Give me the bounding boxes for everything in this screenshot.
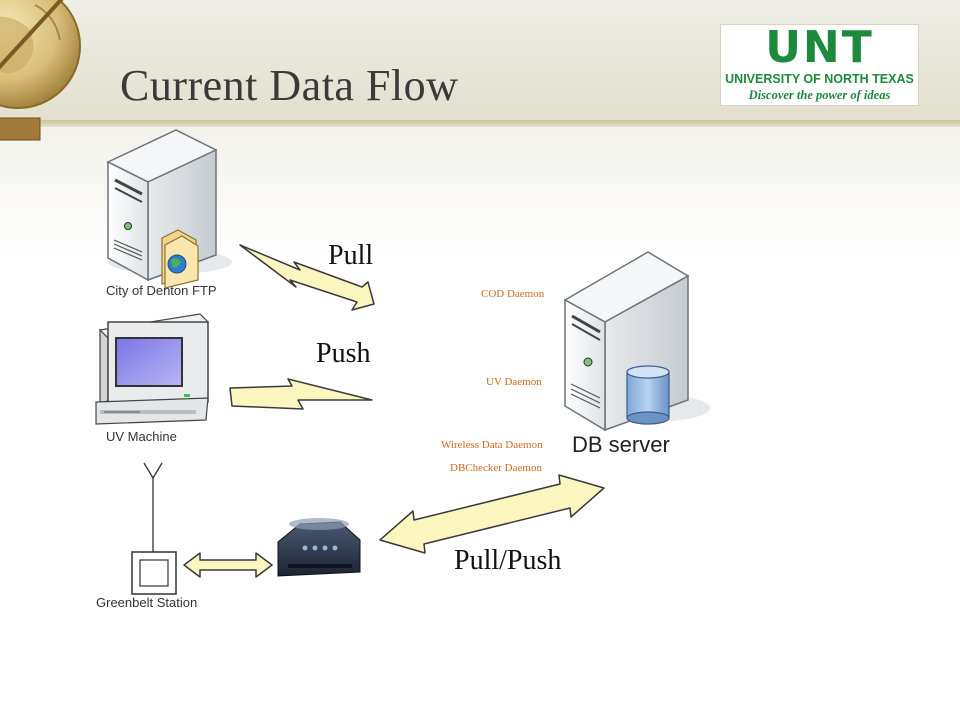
pull-push-arrow xyxy=(379,474,605,554)
pull-push-label: Pull/Push xyxy=(454,545,562,576)
antenna-icon xyxy=(131,462,177,595)
wireless-daemon-label: Wireless Data Daemon xyxy=(441,439,543,451)
logo-tagline: Discover the power of ideas xyxy=(748,88,891,102)
logo-university-name: UNIVERSITY OF NORTH TEXAS xyxy=(725,72,914,86)
header-divider xyxy=(0,120,960,127)
pull-arrow xyxy=(239,244,375,311)
db-server-icon xyxy=(563,251,710,432)
unt-logo: UNT UNIVERSITY OF NORTH TEXAS Discover t… xyxy=(720,24,919,106)
uv-daemon-label: UV Daemon xyxy=(486,376,542,388)
station-modem-arrow xyxy=(183,552,273,578)
modem-icon xyxy=(277,518,361,577)
computer-icon xyxy=(95,313,210,425)
cod-daemon-label: COD Daemon xyxy=(481,288,545,300)
pull-label: Pull xyxy=(328,240,374,271)
push-arrow xyxy=(229,378,373,410)
station-label: Greenbelt Station xyxy=(96,595,198,610)
db-server-label: DB server xyxy=(572,432,670,457)
ftp-server-label: City of Denton FTP xyxy=(106,283,217,298)
logo-mark: UNT xyxy=(765,22,874,73)
ftp-server-icon xyxy=(106,129,232,289)
database-icon xyxy=(626,365,670,425)
slide-title: Current Data Flow xyxy=(120,61,459,110)
uv-machine-label: UV Machine xyxy=(106,429,177,444)
push-label: Push xyxy=(316,338,371,369)
dbchecker-daemon-label: DBChecker Daemon xyxy=(450,462,542,474)
globe-icon xyxy=(0,0,81,141)
